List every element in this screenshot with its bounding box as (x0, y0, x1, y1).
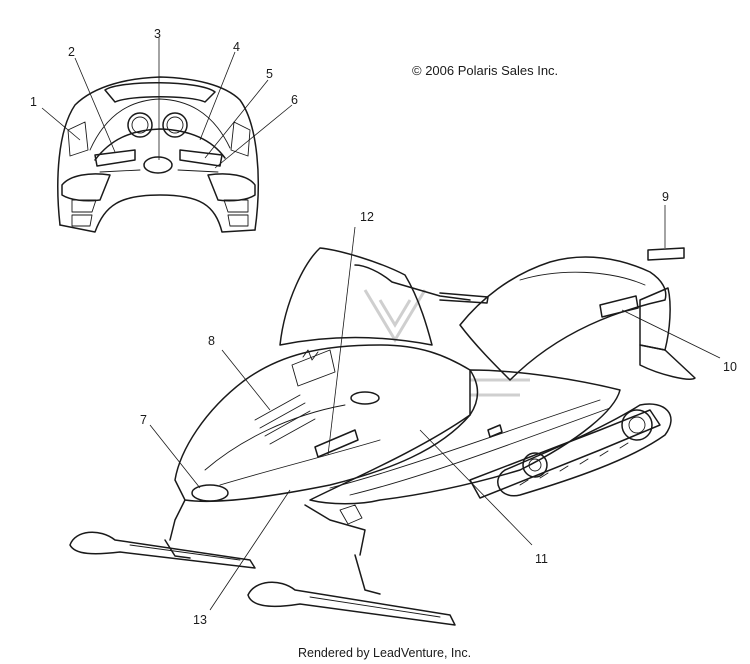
callout-5: 5 (266, 67, 273, 81)
callout-1: 1 (30, 95, 37, 109)
snowmobile-illustration (69, 247, 696, 626)
callout-2: 2 (68, 45, 75, 59)
main-leader-lines (149, 205, 721, 611)
inset-leader-lines (41, 38, 293, 169)
callout-10: 10 (723, 360, 737, 374)
copyright-text: © 2006 Polaris Sales Inc. (412, 63, 559, 78)
watermark-logo (363, 289, 530, 397)
callout-3: 3 (154, 27, 161, 41)
footer-credit: Rendered by LeadVenture, Inc. (298, 646, 472, 660)
dash-inset-illustration (57, 76, 259, 233)
callout-12: 12 (360, 210, 374, 224)
callout-6: 6 (291, 93, 298, 107)
callout-8: 8 (208, 334, 215, 348)
callout-13: 13 (193, 613, 207, 627)
callout-11: 11 (535, 552, 548, 566)
callout-9: 9 (662, 190, 669, 204)
callout-4: 4 (233, 40, 240, 54)
callout-7: 7 (140, 413, 147, 427)
